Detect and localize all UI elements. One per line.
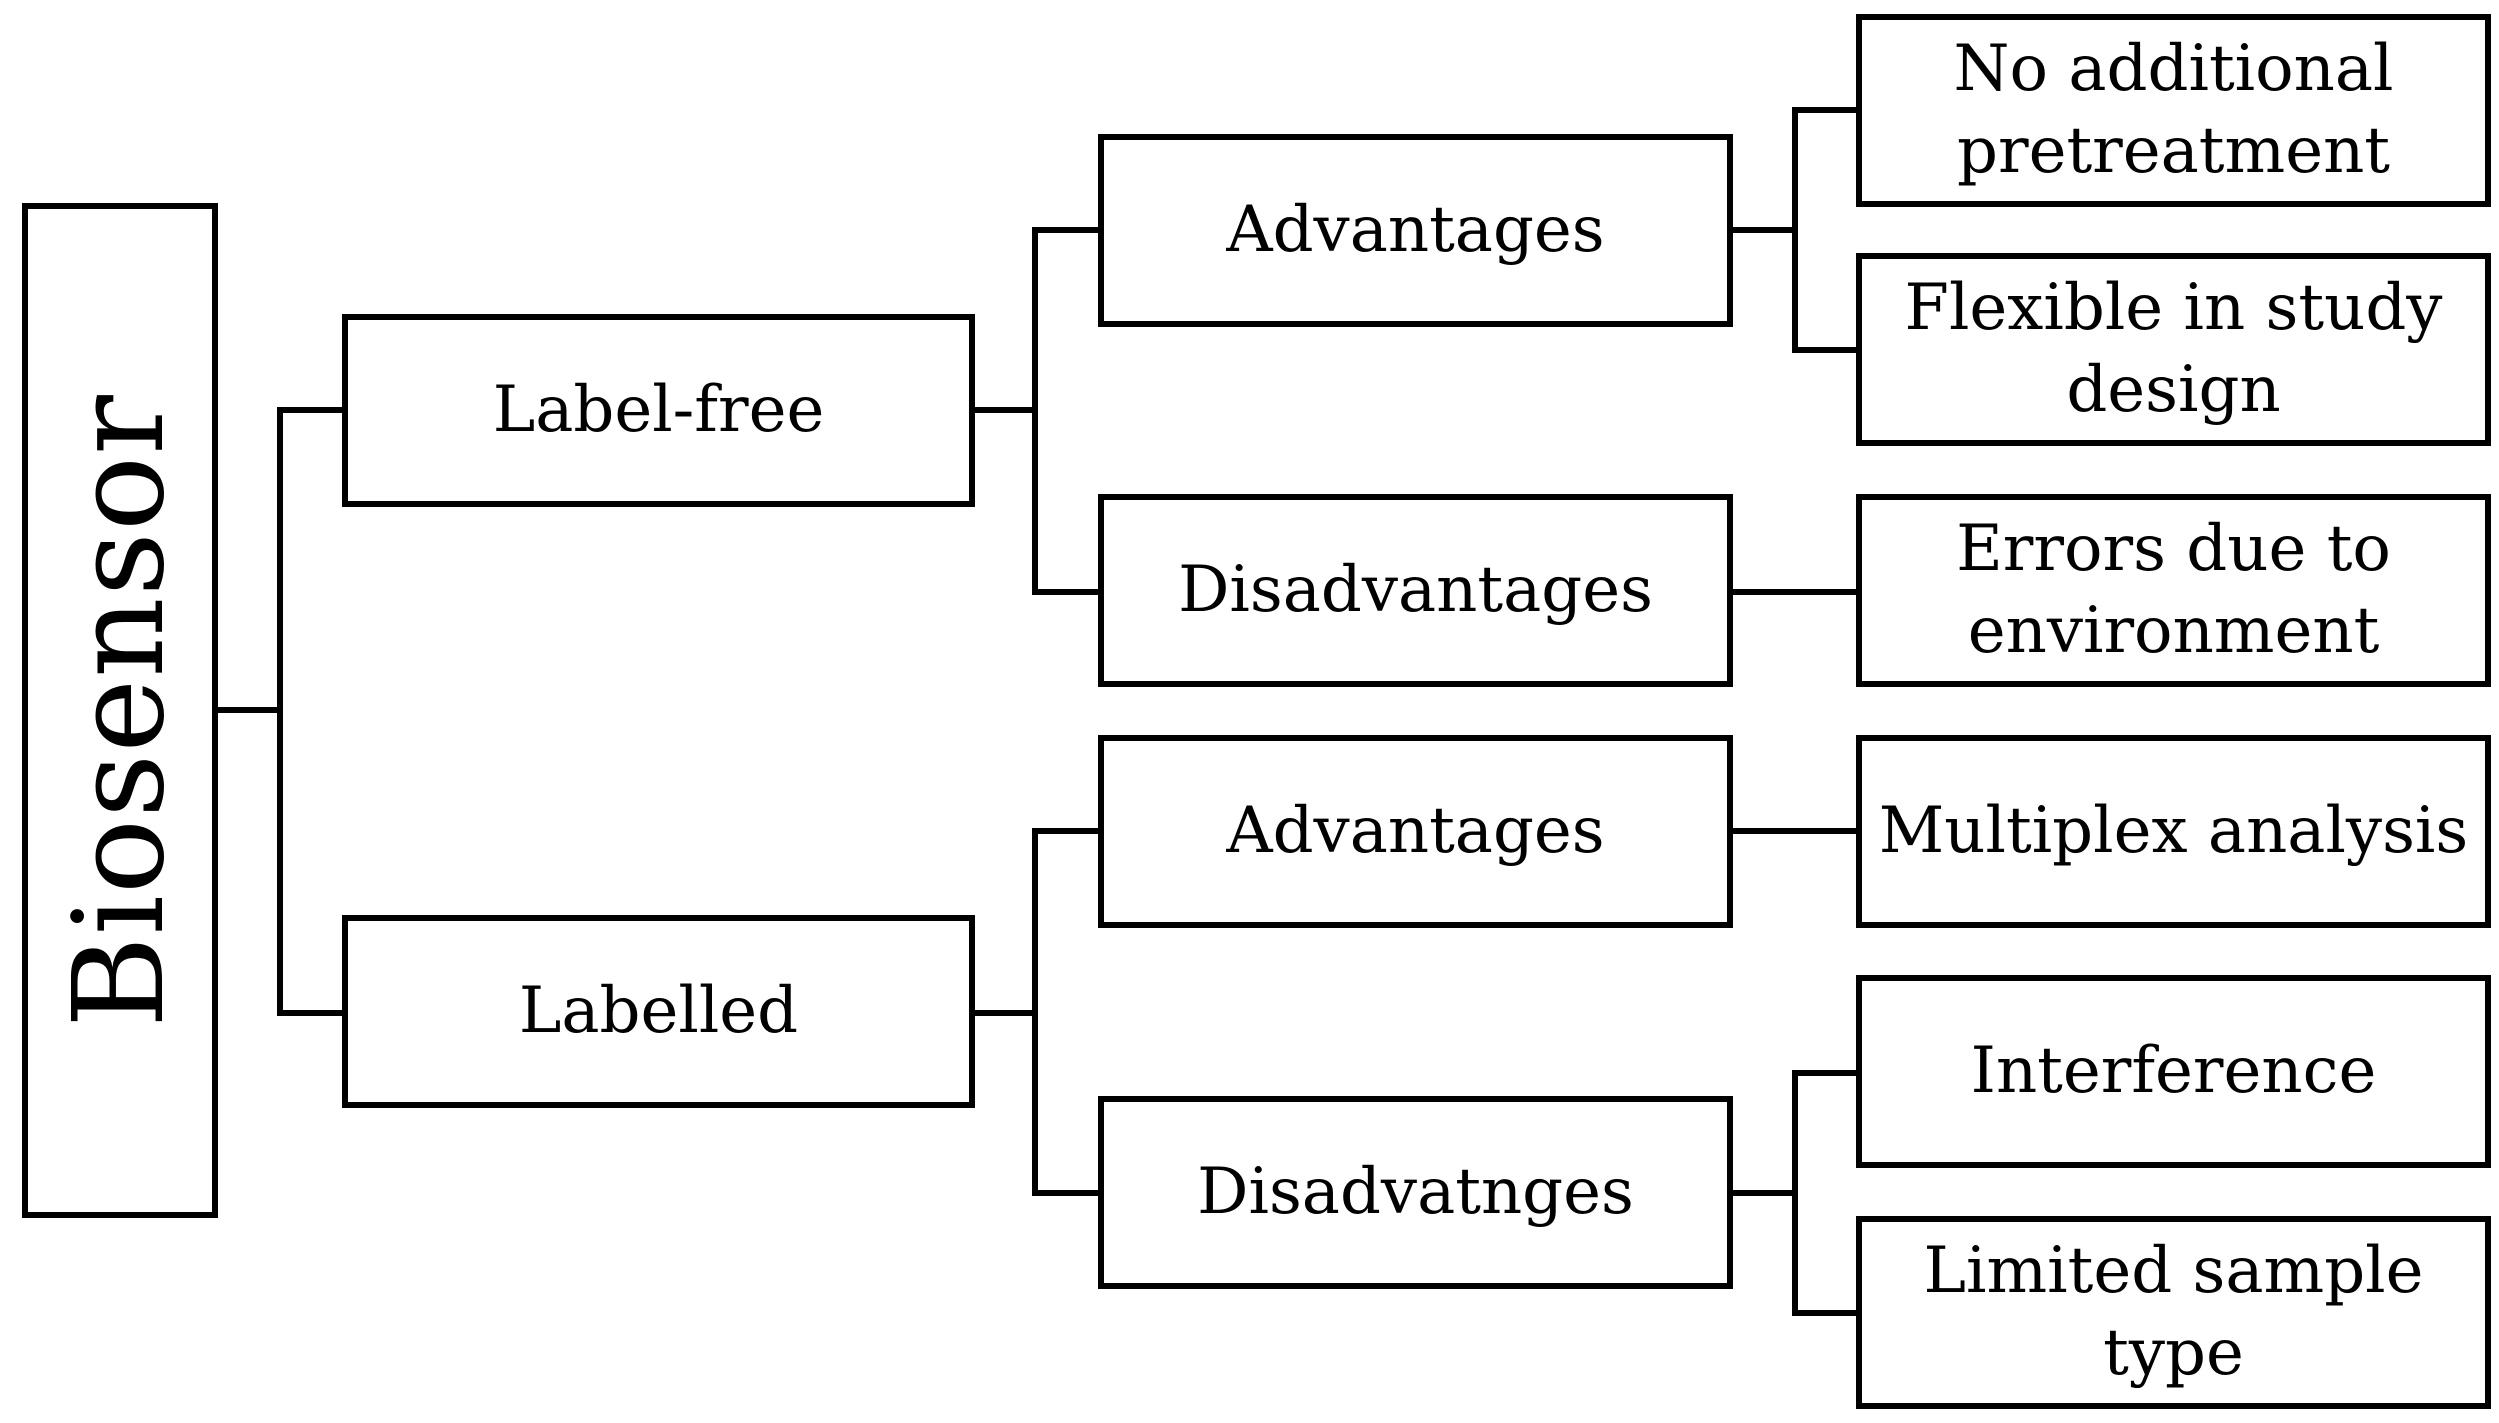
node-labelled: Labelled [342, 915, 975, 1108]
leaf-limited-sample-type: Limited sample type [1856, 1216, 2491, 1409]
leaf-multiplex-analysis: Multiplex analysis [1856, 735, 2491, 928]
node-label-free: Label-free [342, 314, 975, 507]
leaf-errors-due-to-environment-text: Errors due to environment [1956, 511, 2391, 668]
node-label-free-advantages: Advantages [1098, 134, 1733, 327]
leaf-interference-text: Interference [1970, 1033, 2377, 1108]
leaf-multiplex-analysis-text: Multiplex analysis [1878, 793, 2469, 868]
connector-labelled-disadvantages-to-leaves [1730, 1070, 1859, 1316]
node-label-free-disadvantages: Disadvantages [1098, 494, 1733, 687]
leaf-flexible-in-study-design-text: Flexible in study design [1904, 270, 2443, 427]
node-labelled-advantages-text: Advantages [1226, 793, 1605, 868]
leaf-no-additional-pretreatment: No additional pretreatment [1856, 14, 2491, 207]
node-label-free-disadvantages-text: Disadvantages [1178, 552, 1653, 627]
node-labelled-advantages: Advantages [1098, 735, 1733, 928]
leaf-no-additional-pretreatment-text: No additional pretreatment [1953, 31, 2394, 188]
node-label-free-text: Label-free [492, 372, 825, 447]
node-labelled-text: Labelled [518, 973, 799, 1048]
node-label-free-advantages-text: Advantages [1226, 192, 1605, 267]
node-labelled-disadvantages-text: Disadvatnges [1197, 1154, 1634, 1229]
node-labelled-disadvantages: Disadvatnges [1098, 1096, 1733, 1289]
leaf-limited-sample-type-text: Limited sample type [1923, 1233, 2424, 1390]
connector-root-to-level1 [215, 407, 345, 1016]
leaf-interference: Interference [1856, 975, 2491, 1168]
connector-labelled-to-children [972, 828, 1101, 1196]
connector-labelfree-to-children [972, 227, 1101, 595]
leaf-errors-due-to-environment: Errors due to environment [1856, 494, 2491, 687]
root-node-biosensor: Biosensor [22, 203, 218, 1218]
connector-advantages-to-leaves [1730, 107, 1859, 353]
root-label: Biosensor [47, 393, 193, 1028]
leaf-flexible-in-study-design: Flexible in study design [1856, 253, 2491, 446]
